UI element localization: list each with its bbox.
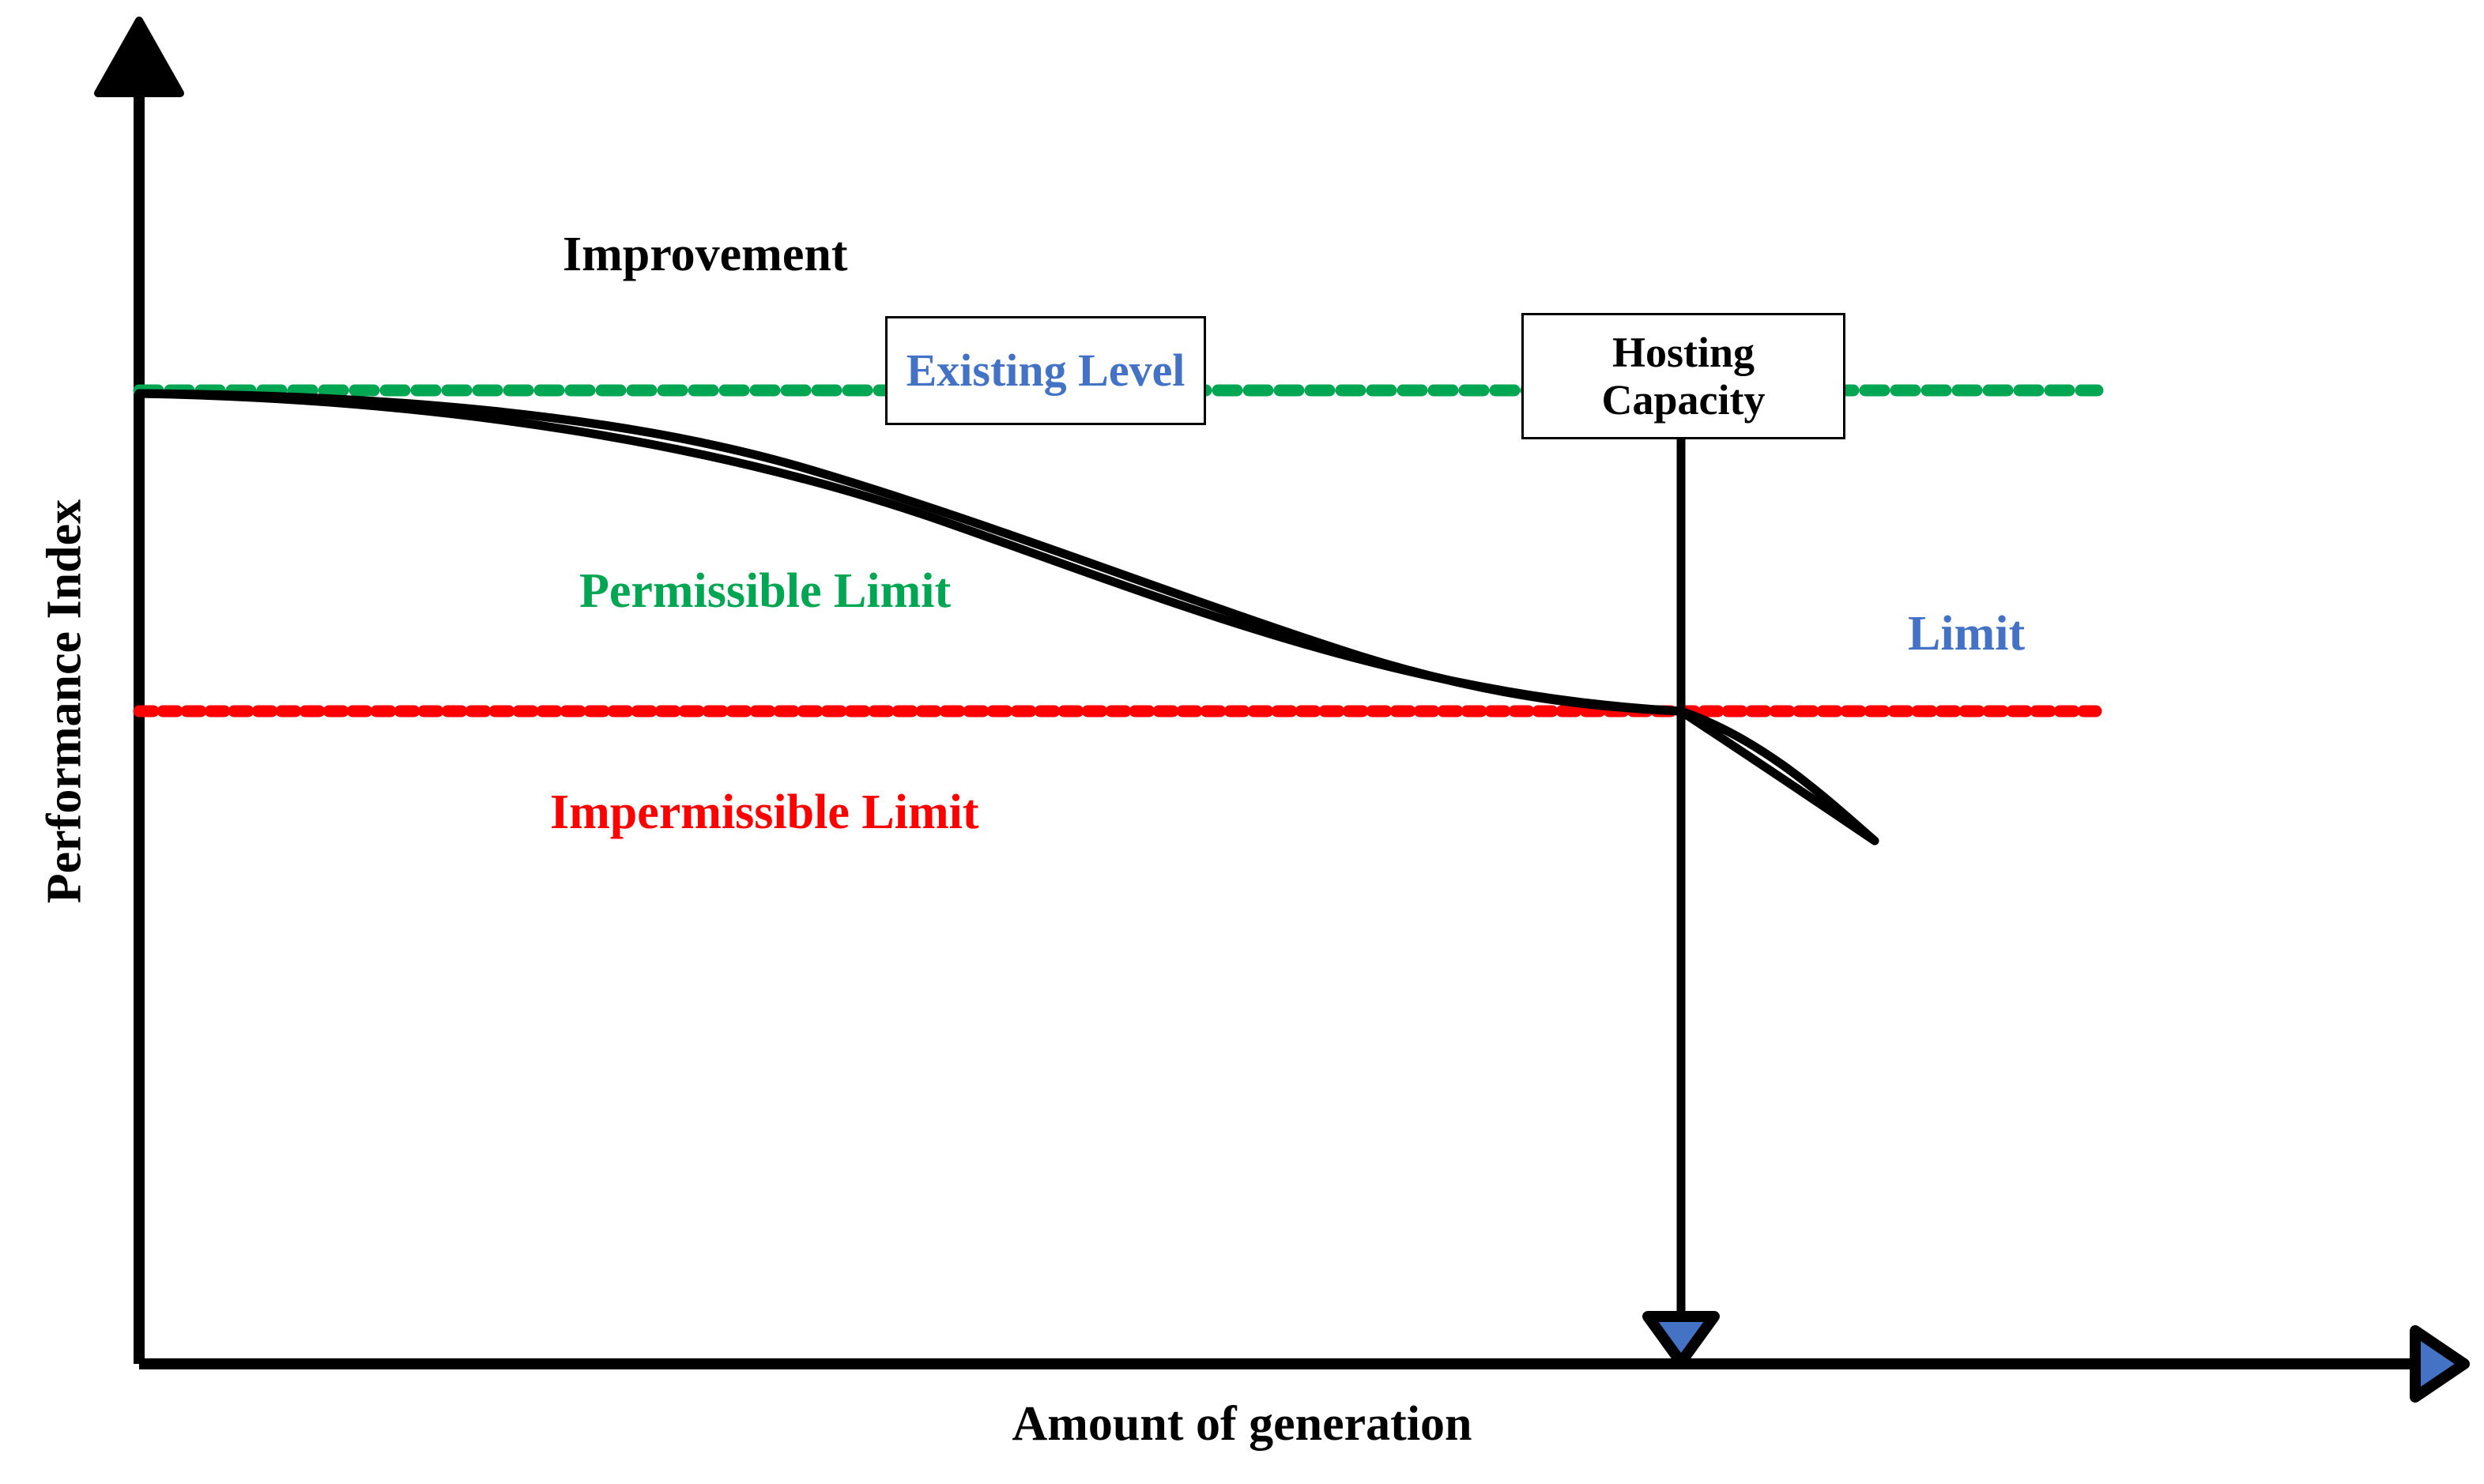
improvement-region-label: Improvement [563,228,848,281]
hosting-capacity-callout-text: Hosting Capacity [1602,329,1766,424]
performance-index-curve [134,389,1879,846]
y-axis-arrowhead-icon [94,17,184,97]
x-axis-arrowhead-icon [2410,1325,2470,1403]
hosting-capacity-arrowhead-icon [1642,1311,1720,1368]
performance-index-curve-main [134,389,1879,846]
existing-level-callout-text: Existing Level [906,344,1185,396]
impermissible-limit-region-label: Impermissible Limit [550,785,979,839]
permissible-limit-region-label: Permissible Limit [579,564,952,618]
y-axis-title: Performance Index [37,499,92,904]
hosting-capacity-callout-box: Hosting Capacity [1521,313,1845,439]
x-axis-title: Amount of generation [1012,1397,1472,1451]
hosting-capacity-line-1: Hosting [1611,328,1755,376]
hosting-capacity-line-2: Capacity [1601,376,1766,424]
existing-level-callout-box: Existing Level [885,316,1206,425]
limit-line-label: Limit [1908,607,2026,661]
